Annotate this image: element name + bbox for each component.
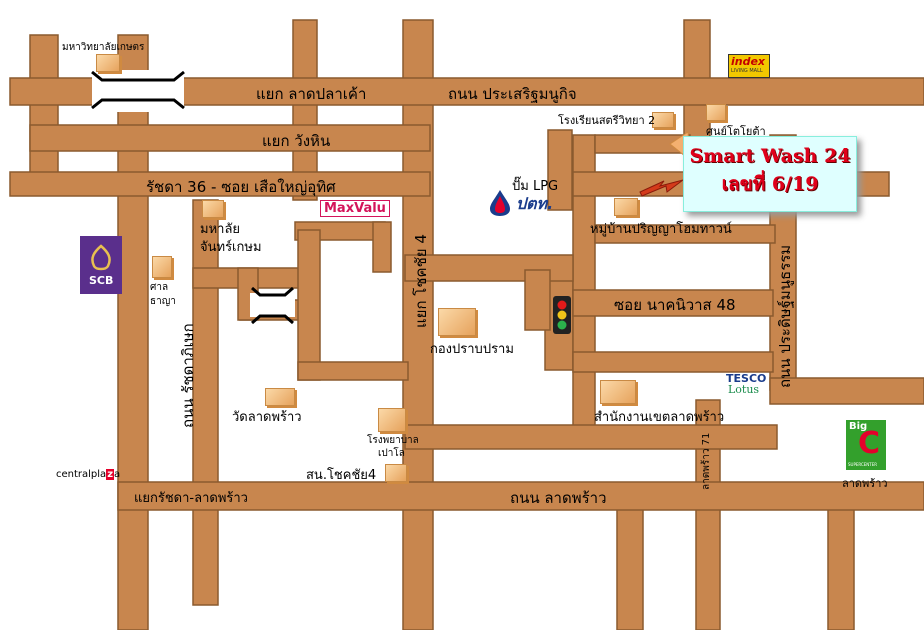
- label-prasertmanukit: ถนน ประเสริฐมนูกิจ: [448, 85, 577, 103]
- road-ratchada36: [9, 171, 431, 197]
- building-toyota: [706, 104, 726, 121]
- index-logo-sub: LIVING MALL: [731, 68, 763, 74]
- tesco-text: TESCO: [726, 372, 767, 385]
- central-logo: centralplaza: [56, 469, 120, 480]
- road-col-300b: [297, 229, 321, 381]
- bigc-c-icon: C: [858, 426, 881, 461]
- traffic-light-red: [557, 300, 567, 310]
- traffic-light-green: [557, 320, 567, 330]
- index-logo: index LIVING MALL: [728, 54, 770, 78]
- central-a: a: [114, 469, 121, 480]
- label-ratchada-ladprao: แยกรัชดา-ลาดพร้าว: [134, 491, 248, 506]
- label-ladprao: ถนน ลาดพร้าว: [510, 489, 607, 507]
- label-hospital-2: เปาโล: [378, 448, 405, 459]
- traffic-light-yellow: [557, 310, 567, 320]
- road-col-295: [292, 19, 318, 201]
- ptt-logo: ปตท.: [488, 188, 568, 216]
- label-saan-1: ศาล: [150, 282, 169, 293]
- bridge-small-top: [251, 286, 294, 297]
- callout-shop-name: Smart Wash 24: [689, 145, 851, 167]
- road-ladprao: [117, 481, 924, 511]
- road-row-370: [297, 361, 409, 381]
- road-corner-525: [524, 269, 551, 331]
- tesco-lotus-text: Lotus: [728, 383, 760, 396]
- ptt-drop-icon: [490, 190, 510, 216]
- bridge: [92, 70, 184, 112]
- building-watladprao: [265, 388, 295, 406]
- central-z: z: [106, 469, 115, 480]
- label-nakniwat48: ซอย นาคนิวาส 48: [614, 296, 736, 314]
- label-ladplakao: แยก ลาดปลาเค้า: [256, 85, 367, 103]
- label-pradit: ถนน ประดิษฐ์มนูธรรม: [776, 244, 794, 388]
- road-col-555-top: [547, 129, 573, 211]
- label-prinya: หมู่บ้านปริญญาโฮมทาวน์: [590, 222, 732, 237]
- bigc-big-text: Big: [849, 421, 868, 432]
- road-soi-215: [594, 224, 776, 244]
- tesco-logo: TESCO Lotus: [726, 372, 772, 398]
- road-col-405: [402, 19, 434, 630]
- road-nakniwat: [572, 289, 774, 317]
- building-police: [385, 464, 407, 482]
- building-kongprab: [438, 308, 476, 336]
- label-kasetsart: มหาวิทยาลัยเกษตร: [62, 42, 145, 53]
- building-prinya: [614, 198, 638, 216]
- label-police: สน.โชคชัย4: [306, 468, 377, 483]
- label-chandrakasem-2: จันทร์เกษม: [200, 240, 262, 255]
- bridge-small: [250, 293, 295, 317]
- scb-logo: SCB: [80, 236, 122, 294]
- label-ratchada36: รัชดา 36 - ซอย เสือใหญ่อุทิศ: [146, 178, 336, 196]
- scb-text: SCB: [89, 274, 114, 287]
- label-saan-2: ธาญา: [150, 296, 176, 307]
- scb-emblem-icon: [91, 244, 111, 271]
- label-lpg: ปั๊ม LPG: [512, 179, 559, 194]
- label-district: สำนักงานเขตลาดพร้าว: [594, 410, 725, 425]
- label-chandrakasem-1: มหาลัย: [200, 222, 241, 237]
- bridge-small-bottom: [251, 314, 294, 325]
- ptt-text: ปตท.: [516, 194, 554, 213]
- callout-address: เลขที่ 6/19: [721, 173, 819, 195]
- building-kasetsart: [96, 54, 120, 72]
- central-text: centralpla: [56, 469, 107, 480]
- road-col-375: [372, 221, 392, 273]
- bigc-logo: Big C SUPERCENTER: [846, 420, 886, 470]
- bridge-edge-top: [91, 70, 185, 82]
- label-toyota: ศูนย์โตโยต้า: [706, 125, 766, 138]
- label-wanghin: แยก วังหิน: [262, 132, 331, 150]
- label-satriwitthaya: โรงเรียนสตรีวิทยา 2: [558, 114, 656, 127]
- label-kongprab: กองปราบปราม: [430, 342, 514, 357]
- bigc-sub-text: SUPERCENTER: [848, 462, 878, 467]
- road-right-390: [769, 377, 924, 405]
- road-left-edge: [29, 34, 59, 196]
- building-chandrakasem: [202, 200, 224, 218]
- road-wanghin: [29, 124, 431, 152]
- shop-callout: Smart Wash 24 เลขที่ 6/19: [683, 136, 857, 212]
- label-ladprao71: ลาดพร้าว 71: [701, 432, 712, 490]
- road-col-630: [616, 494, 644, 630]
- label-ratchadaphisek: ถนน รัชดาภิเษก: [179, 323, 197, 428]
- building-saanchaoya: [152, 256, 172, 278]
- index-logo-text: index: [731, 55, 766, 68]
- label-hospital-1: โรงพยาบาล: [367, 435, 419, 446]
- building-satriwitthaya: [652, 112, 674, 128]
- building-district: [600, 380, 636, 404]
- road-mid-425: [404, 424, 778, 450]
- building-hospital: [378, 408, 406, 432]
- road-mid-360: [572, 351, 774, 373]
- label-bigc: ลาดพร้าว: [842, 477, 888, 490]
- maxvalu-logo: MaxValu: [320, 200, 390, 217]
- label-chokchai4: แยก โชคชัย 4: [412, 234, 430, 328]
- location-arrow-icon: [639, 179, 684, 197]
- road-col-840: [827, 499, 855, 630]
- label-watladprao: วัดลาดพร้าว: [232, 410, 302, 425]
- bridge-edge-bottom: [91, 98, 185, 110]
